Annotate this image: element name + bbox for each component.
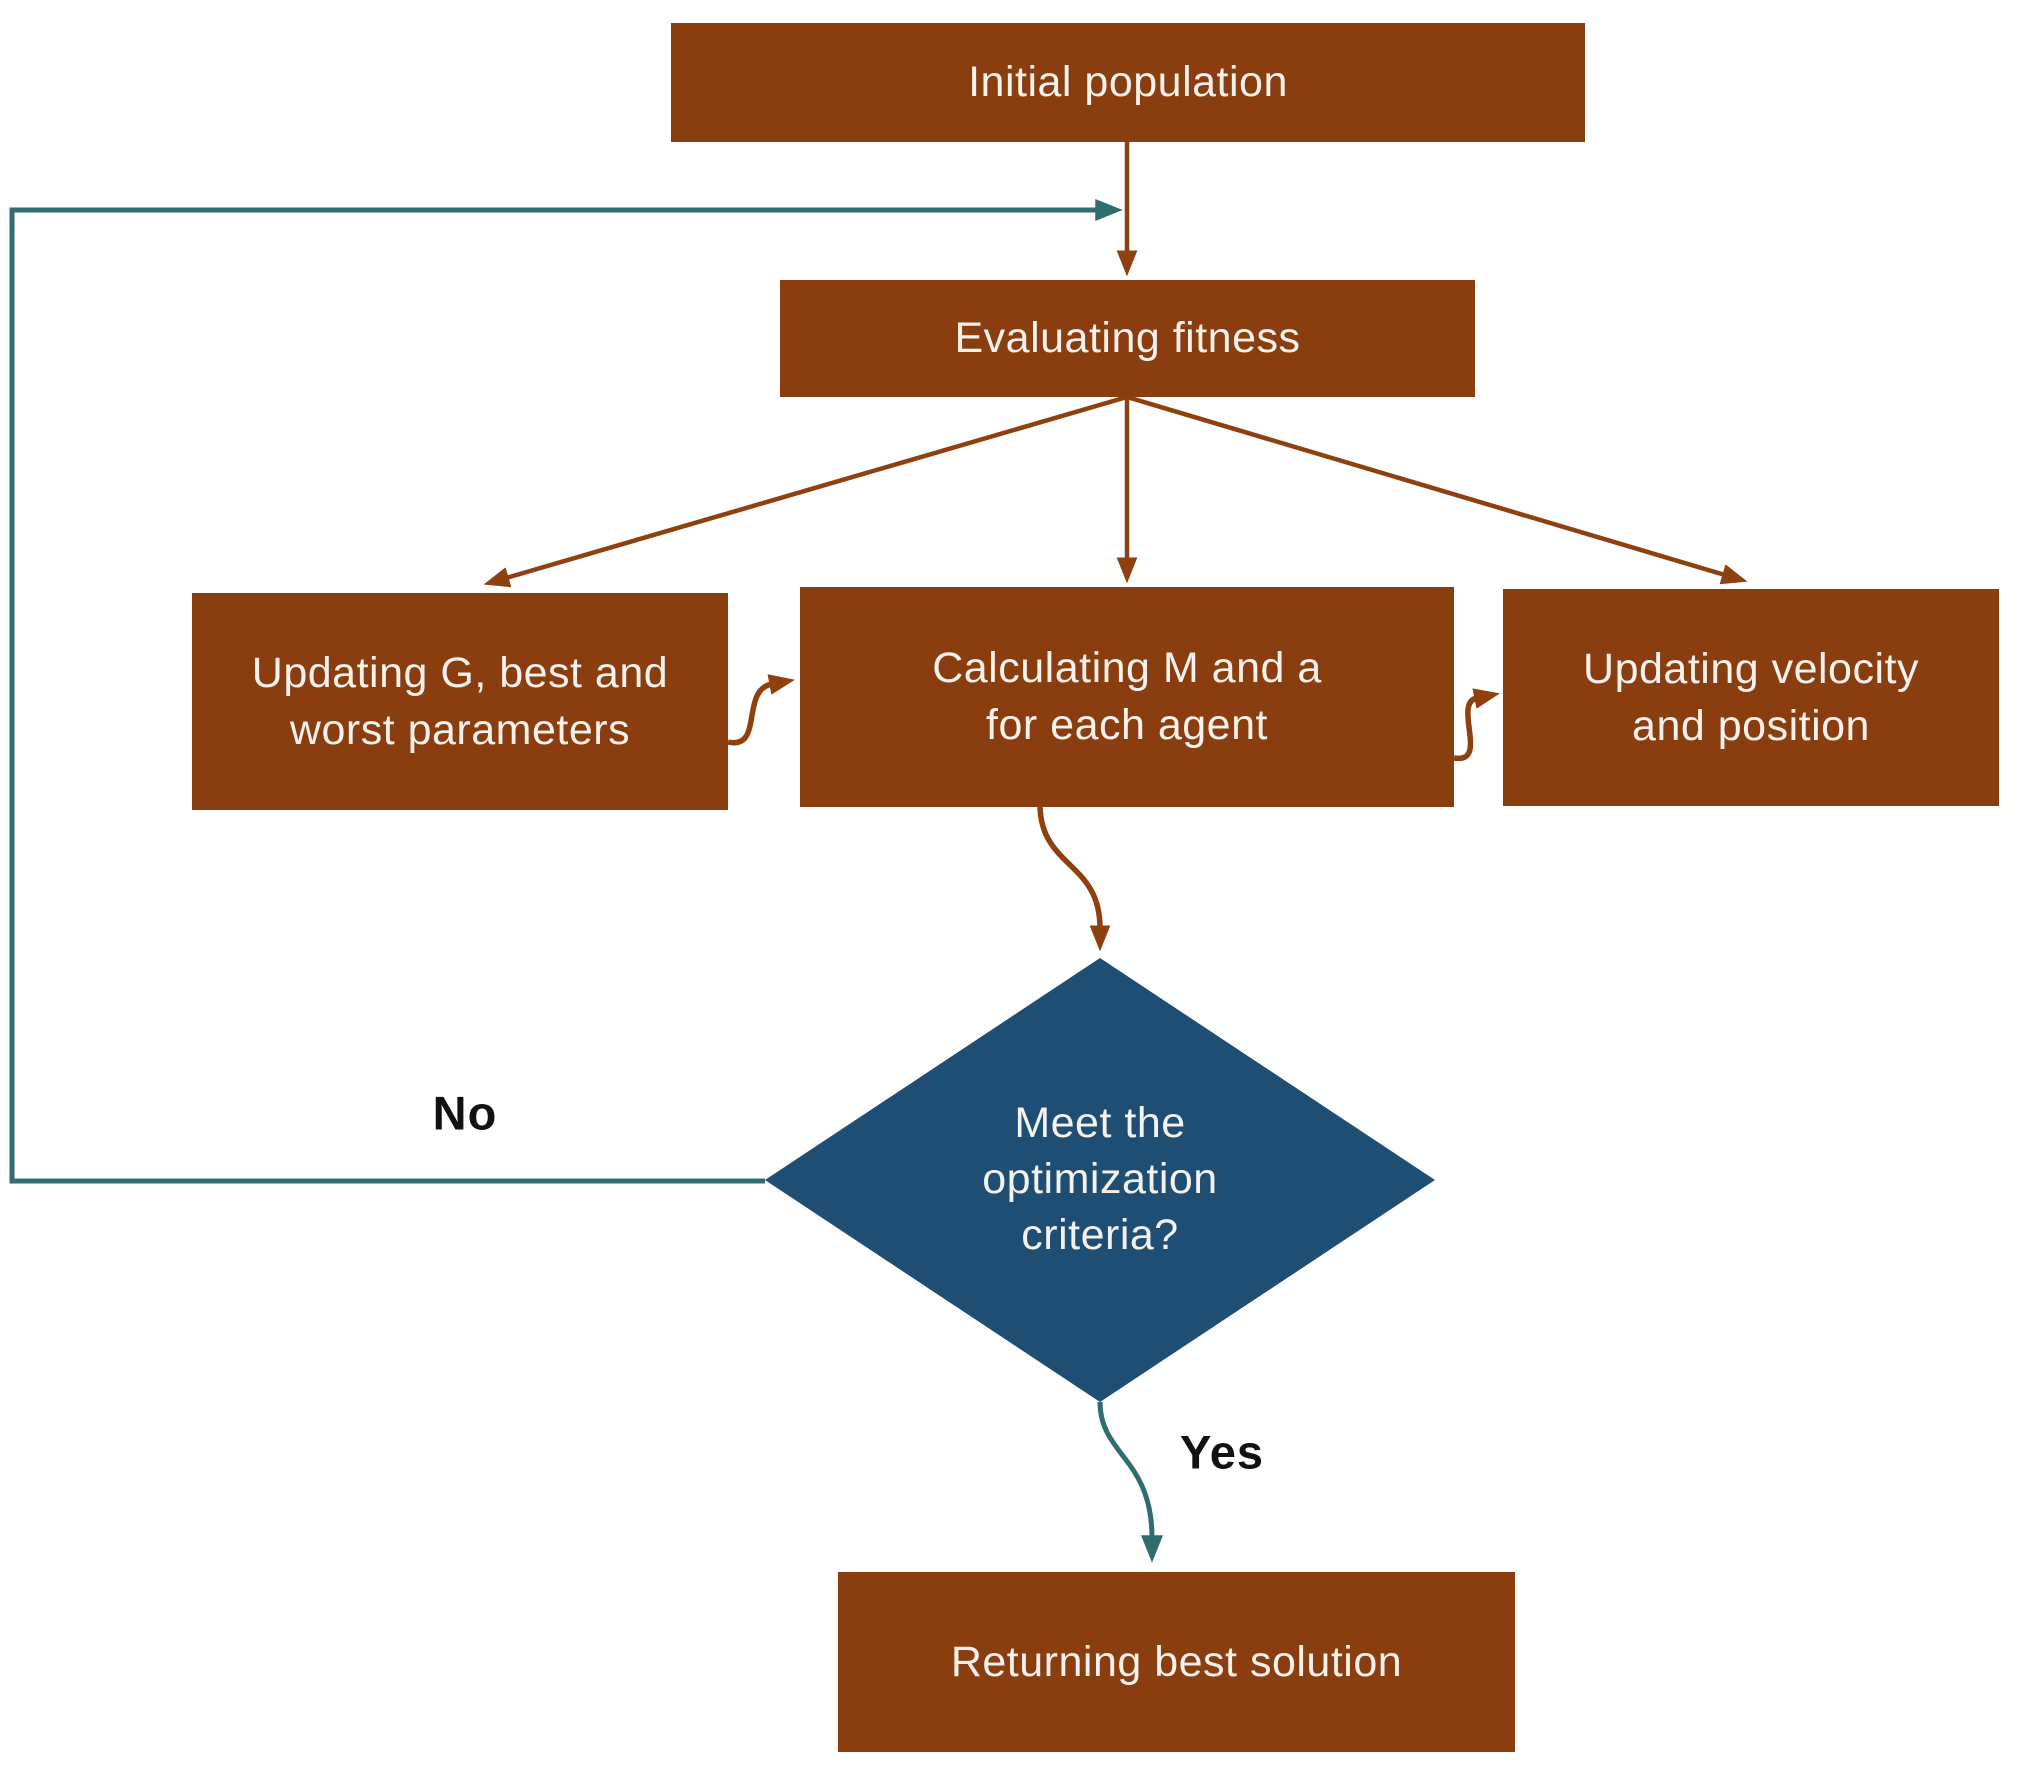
node-updating-g-line1: Updating G, best and — [251, 648, 669, 697]
node-initial-population-label: Initial population — [968, 58, 1288, 107]
decision-diamond — [765, 958, 1435, 1402]
decision-line1: Meet the — [1014, 1099, 1186, 1148]
yes-connector — [1097, 1401, 1163, 1563]
node-calculating-m-line1: Calculating M and a — [932, 644, 1322, 693]
decision-line3: criteria? — [1021, 1210, 1179, 1259]
node-evaluating-fitness-label: Evaluating fitness — [954, 314, 1301, 363]
no-edge-label: No — [432, 1086, 498, 1140]
node-evaluating-fitness: Evaluating fitness — [780, 280, 1475, 397]
node-updating-velocity-line2: and position — [1632, 701, 1870, 750]
decision-diamond-label: Meet the optimization criteria? — [870, 1096, 1330, 1264]
evaluate-to-updatev-arrow — [1126, 394, 1748, 585]
no-loop-connector — [9, 199, 1123, 1184]
node-updating-g-line2: worst parameters — [289, 705, 631, 754]
decision-line2: optimization — [982, 1155, 1218, 1204]
updateg-to-calcm-connector — [727, 674, 795, 746]
evaluate-to-updateg-arrow — [483, 394, 1128, 588]
node-returning-best-solution-label: Returning best solution — [950, 1637, 1403, 1686]
calcm-to-decision-connector — [1037, 806, 1111, 952]
node-calculating-m-a: Calculating M and a for each agent — [800, 587, 1454, 807]
yes-edge-label: Yes — [1179, 1425, 1265, 1479]
calcm-to-updatev-connector — [1453, 688, 1500, 761]
node-updating-velocity-line1: Updating velocity — [1583, 644, 1919, 693]
node-updating-velocity-position: Updating velocity and position — [1503, 589, 1999, 806]
node-updating-g-parameters: Updating G, best and worst parameters — [192, 593, 728, 810]
node-initial-population: Initial population — [671, 23, 1585, 142]
node-returning-best-solution: Returning best solution — [838, 1572, 1515, 1752]
node-calculating-m-line2: for each agent — [986, 701, 1268, 749]
